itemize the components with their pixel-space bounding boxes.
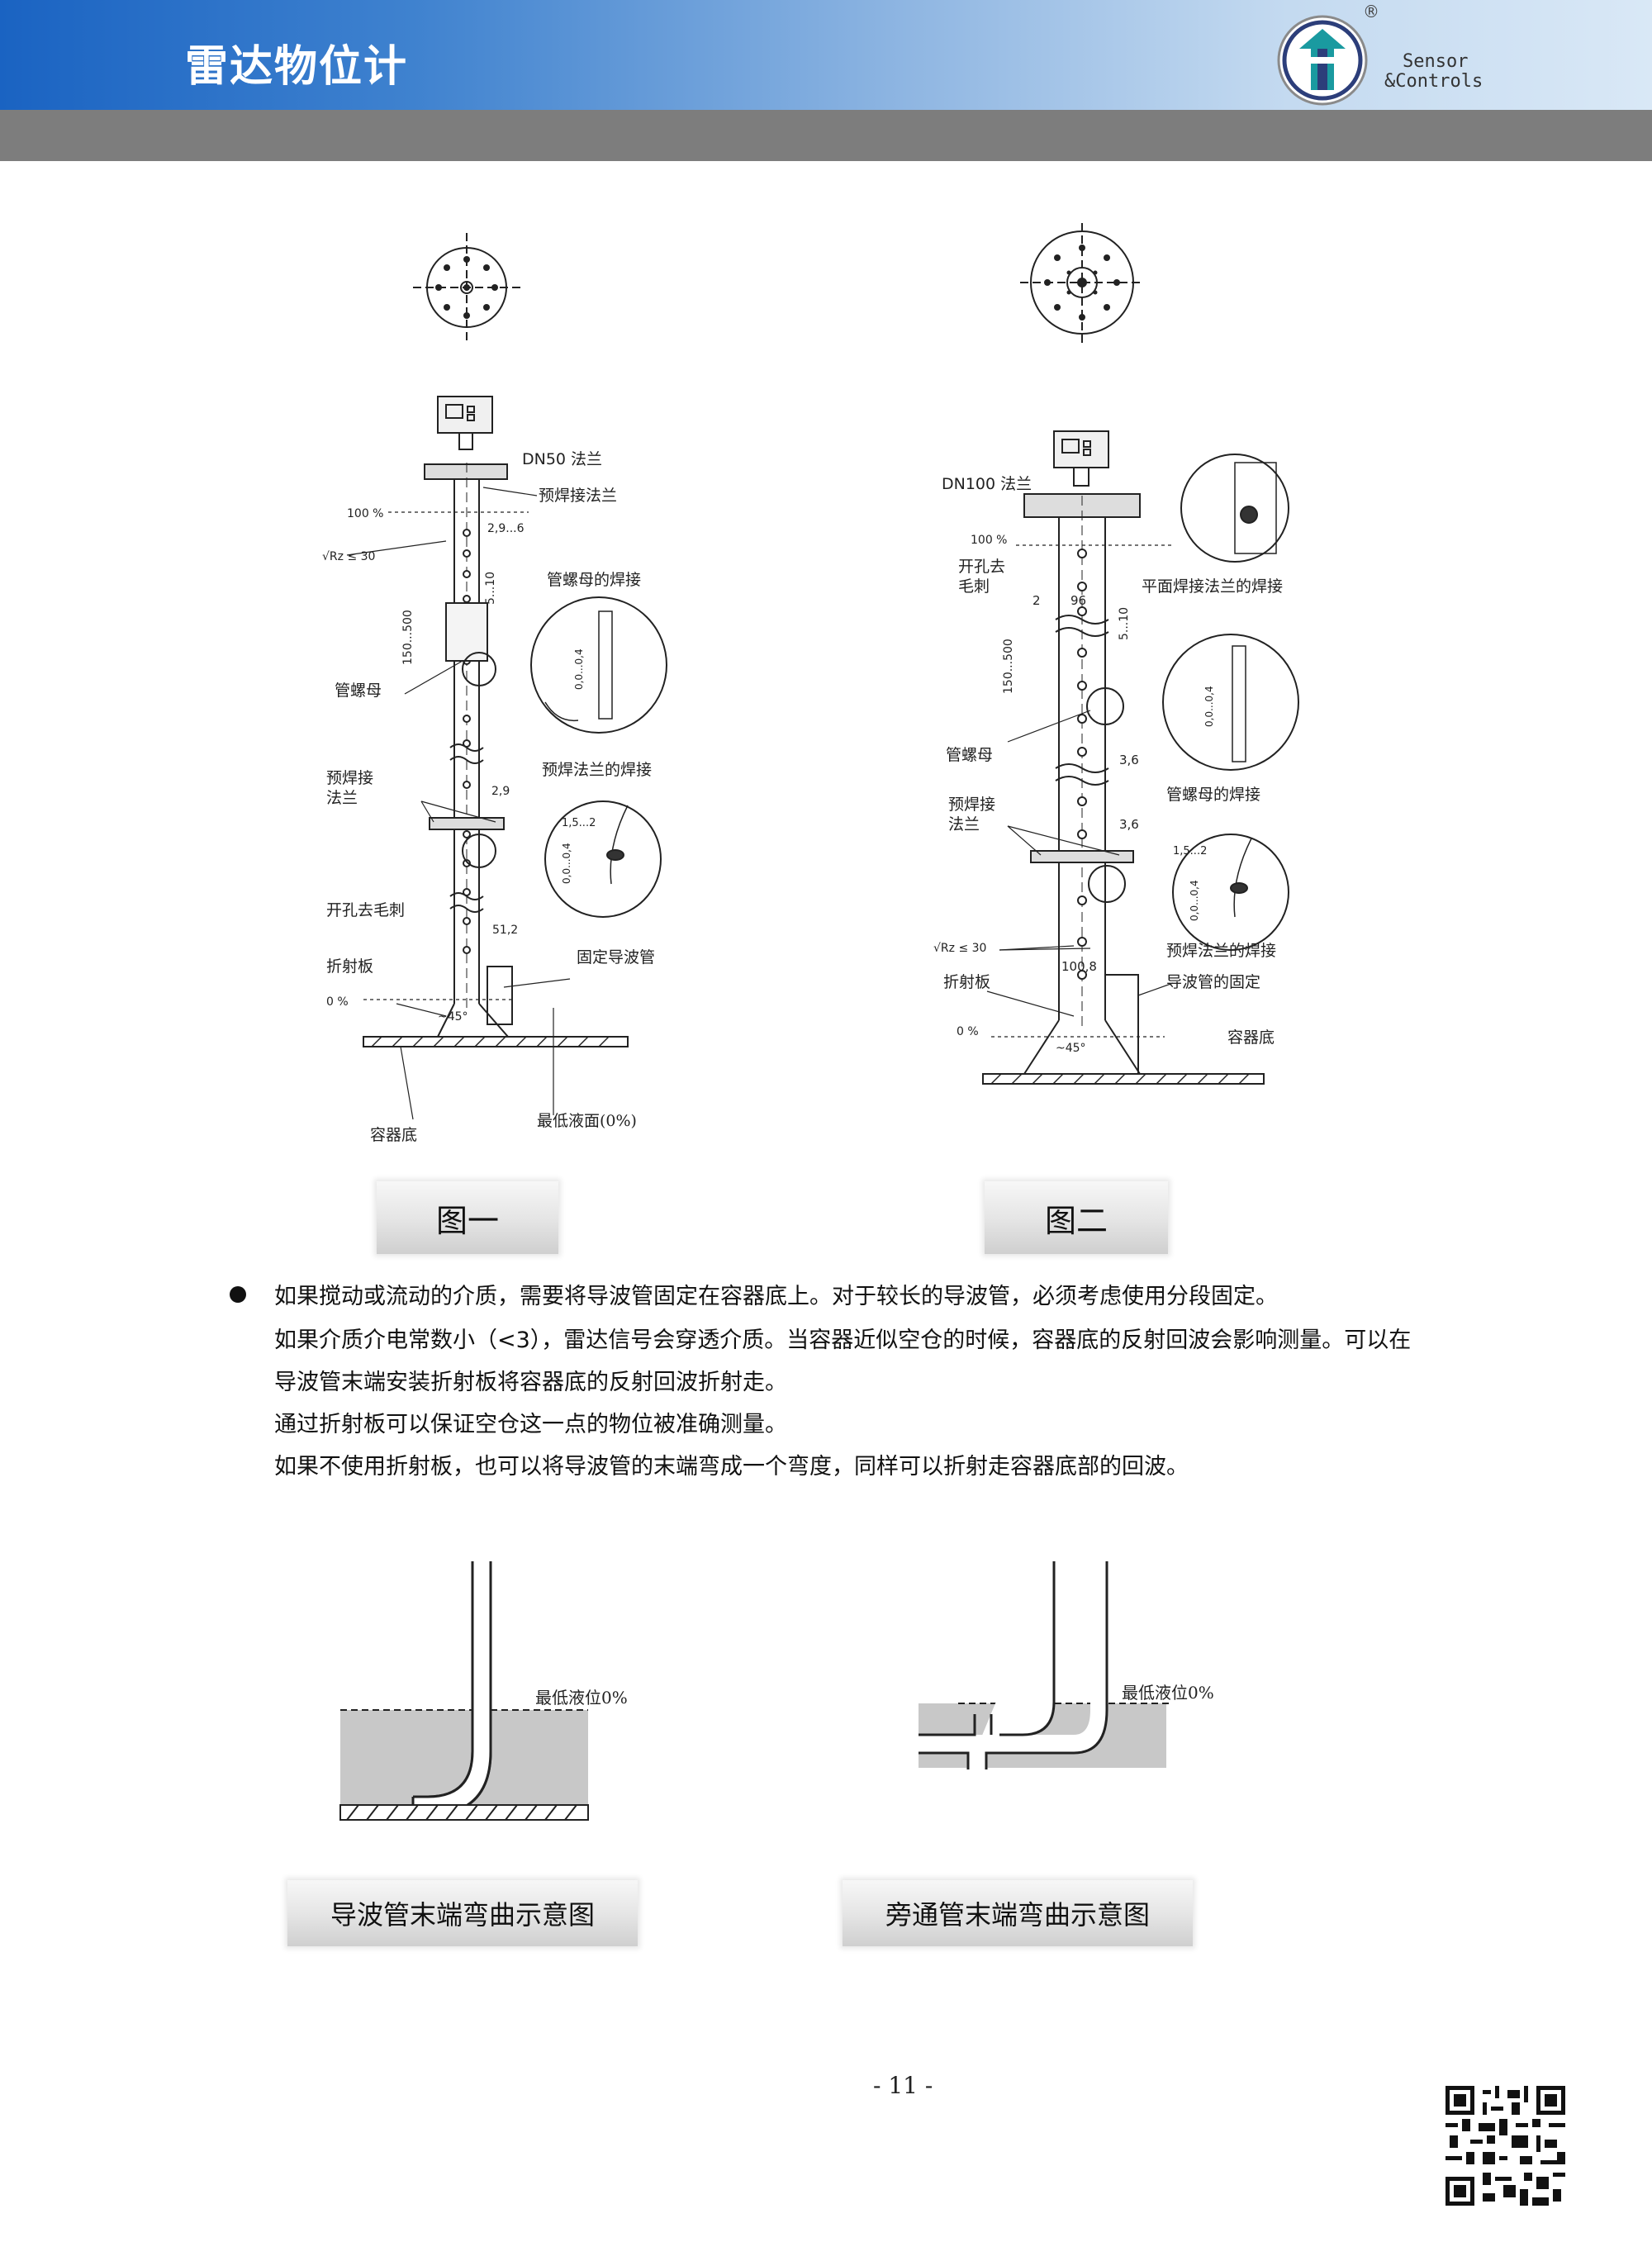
fig2-fix-pipe-label: 导波管的固定	[1166, 973, 1260, 991]
page-title: 雷达物位计	[185, 42, 409, 92]
bend2-caption-box: 旁通管末端弯曲示意图	[843, 1880, 1193, 1946]
fig1-dim-512: 51,2	[492, 924, 518, 937]
fig2-pct100-label: 100 %	[971, 534, 1007, 547]
bend2-caption: 旁通管末端弯曲示意图	[885, 1899, 1150, 1931]
fig1-dim-29: 2,9	[491, 785, 510, 798]
paragraph-line-4: 通过折射板可以保证空仓这一点的物位被准确测量。	[274, 1412, 787, 1437]
fig2-nut-weld-label: 管螺母的焊接	[1166, 786, 1260, 804]
company-logo	[1277, 15, 1368, 106]
bullet-icon	[230, 1286, 246, 1303]
page-number: - 11 -	[873, 2072, 933, 2099]
fig1-deburr-label: 开孔去毛刺	[326, 901, 405, 919]
paragraph-line-2: 如果介质介电常数小（<3），雷达信号会穿透介质。当容器近似空仓的时候，容器底的反…	[274, 1328, 1412, 1353]
header-gray-band	[0, 110, 1652, 161]
fig1-dim-gap: 0,0...0,4	[573, 648, 585, 690]
fig2-dim-gap-2: 0,0...0,4	[1189, 880, 1200, 921]
registered-mark: ®	[1363, 2, 1379, 21]
fig2-deburr-b: 毛刺	[958, 577, 990, 596]
fig1-pre-weld-weld-label: 预焊法兰的焊接	[542, 761, 652, 779]
fig2-flat-weld-label: 平面焊接法兰的焊接	[1142, 577, 1283, 596]
fig2-deburr-a: 开孔去	[958, 558, 1005, 576]
fig2-dim-96: 96	[1070, 593, 1086, 608]
fig2-dim-span: 5...10	[1118, 607, 1131, 640]
paragraph-line-1: 如果搅动或流动的介质，需要将导波管固定在容器底上。对于较长的导波管，必须考虑使用…	[274, 1284, 1278, 1309]
bend1-caption-box: 导波管末端弯曲示意图	[287, 1880, 638, 1946]
fig1-fix-pipe-label: 固定导波管	[577, 948, 655, 967]
fig1-pct0-label: 0 %	[326, 995, 349, 1009]
bend2-level-label: 最低液位0%	[1122, 1683, 1214, 1703]
fig1-pct100-label: 100 %	[347, 507, 383, 520]
fig2-pipe-nut-label: 管螺母	[946, 746, 993, 764]
fig2-dim-gap: 0,0...0,4	[1203, 686, 1215, 727]
fig1-reflector-label: 折射板	[326, 957, 373, 976]
fig2-pct0-label: 0 %	[957, 1025, 979, 1038]
bend1-caption: 导波管末端弯曲示意图	[330, 1899, 595, 1931]
fig2-pre-weld-weld-label: 预焊法兰的焊接	[1166, 942, 1276, 960]
fig1-dim-span: 5...10	[484, 572, 497, 605]
fig2-dim-length: 150...500	[1002, 639, 1015, 694]
fig1-roughness: √Rz ≤ 30	[322, 550, 375, 563]
figure2-caption-box: 图二	[985, 1181, 1168, 1254]
fig2-vessel-bottom-label: 容器底	[1227, 1028, 1275, 1047]
figure2-flange-top-view	[1020, 223, 1144, 343]
bend1-level-label: 最低液位0%	[535, 1688, 628, 1708]
fig1-flange-label: DN50 法兰	[522, 450, 602, 468]
brand-text-controls: &Controls	[1384, 71, 1483, 92]
fig2-reflector-label: 折射板	[943, 973, 990, 991]
fig1-dim-gap-2: 0,0...0,4	[561, 843, 572, 884]
fig1-min-level-label: 最低液面(0%)	[537, 1112, 637, 1130]
figure1-caption-box: 图一	[377, 1181, 558, 1254]
fig1-pre-weld-flange-b: 法兰	[326, 789, 358, 807]
figure1-labels: DN50 法兰 预焊接法兰 100 % 2,9...6 √Rz ≤ 30 管螺母…	[322, 450, 655, 1144]
fig1-pipe-nut-label: 管螺母	[335, 682, 382, 700]
bend1-diagram: 最低液位0%	[339, 1561, 628, 1821]
fig1-angle-label: ~45°	[438, 1010, 468, 1024]
paragraph-line-5: 如果不使用折射板，也可以将导波管的末端弯成一个弯度，同样可以折射走容器底部的回波…	[274, 1454, 1189, 1480]
fig2-dim-36b: 3,6	[1119, 817, 1139, 832]
header-band	[0, 0, 1652, 110]
fig1-dim-15-2: 1,5...2	[562, 817, 596, 829]
fig2-flange-label: DN100 法兰	[942, 475, 1032, 493]
figure2-drawing	[982, 223, 1299, 1085]
fig2-pre-weld-flange-a: 预焊接	[948, 796, 995, 814]
fig1-pre-weld-flange-a: 预焊接	[326, 769, 373, 787]
fig2-roughness: √Rz ≤ 30	[933, 942, 986, 955]
figure1-flange-top-view	[413, 233, 520, 342]
fig1-dim-length: 150...500	[401, 610, 415, 665]
fig1-nut-weld-label: 管螺母的焊接	[547, 571, 641, 589]
fig2-dim-36a: 3,6	[1119, 753, 1139, 767]
fig1-vessel-bottom-label: 容器底	[370, 1126, 417, 1144]
fig2-angle-label: ~45°	[1056, 1042, 1086, 1055]
fig2-dim-15-2: 1,5...2	[1173, 845, 1207, 857]
bend2-diagram: 最低液位0%	[919, 1561, 1214, 1769]
qr-code-icon	[1446, 2086, 1565, 2206]
figure1-caption: 图一	[435, 1202, 499, 1239]
figure2-caption: 图二	[1044, 1202, 1108, 1239]
brand-text-sensor: Sensor	[1403, 51, 1469, 72]
figure1-drawing	[346, 233, 667, 1120]
figure2-labels: DN100 法兰 100 % 开孔去 毛刺 2 96 平面焊接法兰的焊接 5..…	[933, 475, 1283, 1055]
fig2-dim-2: 2	[1032, 593, 1041, 608]
fig2-dim-1008: 100,8	[1061, 959, 1097, 974]
paragraph-line-3: 导波管末端安装折射板将容器底的反射回波折射走。	[274, 1370, 787, 1395]
fig2-pre-weld-flange-b: 法兰	[948, 815, 980, 834]
fig1-pre-weld-flange-label: 预焊接法兰	[539, 487, 617, 505]
fig1-dim-hole: 2,9...6	[487, 522, 525, 535]
